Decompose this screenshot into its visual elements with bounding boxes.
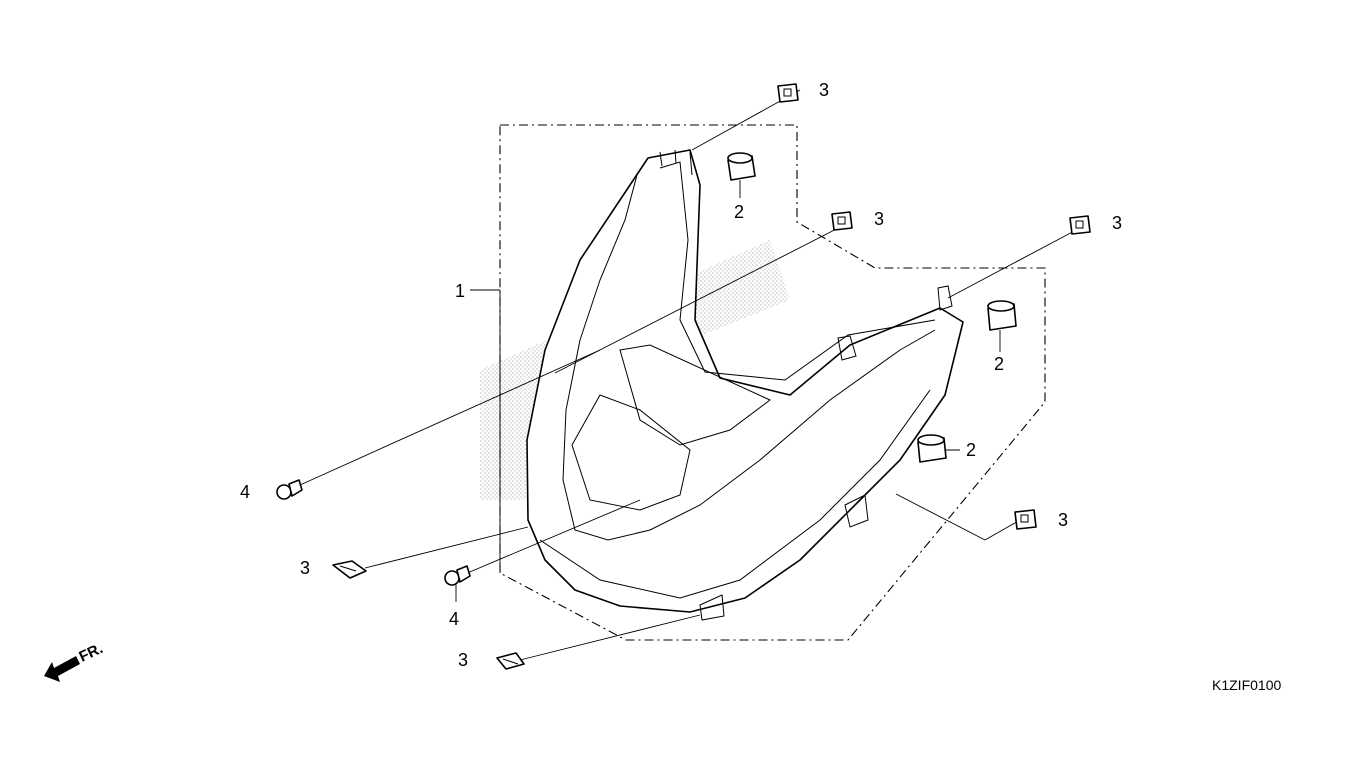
callout-1: 1 [455, 281, 465, 301]
clip-nut-5[interactable] [332, 560, 367, 579]
callout-3f: 3 [458, 650, 468, 670]
bolt-1[interactable] [276, 479, 303, 500]
front-label: FR. [77, 640, 106, 666]
bolt-2[interactable] [444, 565, 471, 586]
arrow-left-down-icon [44, 656, 80, 682]
clip-nut-3[interactable] [1069, 215, 1091, 235]
diagram-code: K1ZIF0100 [1212, 677, 1281, 693]
front-direction-indicator: FR. [44, 640, 106, 682]
rubber-bushing-2[interactable] [987, 300, 1017, 331]
clip-nut-6[interactable] [496, 652, 525, 670]
callout-2c: 2 [966, 440, 976, 460]
leader-lines [299, 89, 1081, 661]
callout-2b: 2 [994, 354, 1004, 374]
clip-nut-1[interactable] [777, 83, 799, 103]
callout-2a: 2 [734, 202, 744, 222]
clip-nut-2[interactable] [831, 211, 853, 231]
callout-3d: 3 [1058, 510, 1068, 530]
assembly-boundary [499, 124, 1046, 641]
callout-4a: 4 [240, 482, 250, 502]
rubber-bushing-3[interactable] [917, 434, 947, 463]
headlight-assembly[interactable] [526, 149, 964, 621]
callout-3a: 3 [819, 80, 829, 100]
callout-4b: 4 [449, 609, 459, 629]
callout-3c: 3 [1112, 213, 1122, 233]
callout-3b: 3 [874, 209, 884, 229]
rubber-bushing-1[interactable] [727, 152, 756, 181]
clip-nut-4[interactable] [1014, 509, 1037, 530]
callout-3e: 3 [300, 558, 310, 578]
